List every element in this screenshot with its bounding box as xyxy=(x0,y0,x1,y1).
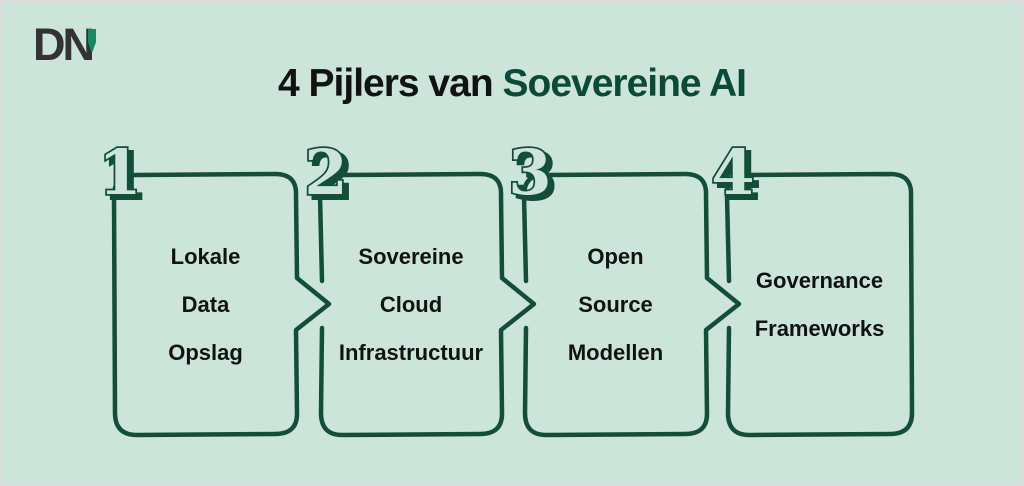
pillar-2: 2 Sovereine Cloud Infrastructuur xyxy=(299,140,537,438)
logo: DN xyxy=(33,19,96,70)
pillar-3-line: Modellen xyxy=(567,339,664,365)
pillar-3: 3 Open Source Modellen xyxy=(503,140,742,438)
pillar-3-text: Open Source Modellen xyxy=(524,174,707,435)
pillar-2-line: Infrastructuur xyxy=(338,339,484,365)
pillar-4-line: Governance xyxy=(755,267,884,293)
title-prefix: 4 Pijlers van xyxy=(278,62,503,105)
pillar-3-line: Open xyxy=(587,243,644,269)
pillar-1-line: Data xyxy=(181,291,230,317)
pillar-1-number: 1 xyxy=(88,140,157,208)
pillar-1-text: Lokale Data Opslag xyxy=(114,174,297,435)
pillar-2-text: Sovereine Cloud Infrastructuur xyxy=(320,174,502,435)
pillar-2-line: Sovereine xyxy=(358,243,464,269)
pillar-3-number: 3 xyxy=(498,140,567,208)
pillar-4-line: Frameworks xyxy=(754,315,885,341)
title-highlight: Soevereine AI xyxy=(502,62,747,105)
logo-accent-mark-icon xyxy=(88,29,96,53)
pillar-3-line: Source xyxy=(578,291,653,317)
pillar-4: 4 Governance Frameworks xyxy=(706,140,915,438)
pillar-1: 1 Lokale Data Opslag xyxy=(93,140,332,438)
pillar-4-number: 4 xyxy=(701,140,770,208)
page-title: 4 Pijlers van Soevereine AI xyxy=(2,62,1022,106)
pillar-2-line: Cloud xyxy=(379,291,443,317)
logo-text: DN xyxy=(33,19,95,70)
pillar-2-number: 2 xyxy=(294,140,363,208)
pillar-4-text: Governance Frameworks xyxy=(727,174,912,435)
pillar-1-line: Lokale xyxy=(170,243,241,269)
pillar-1-line: Opslag xyxy=(168,339,243,365)
